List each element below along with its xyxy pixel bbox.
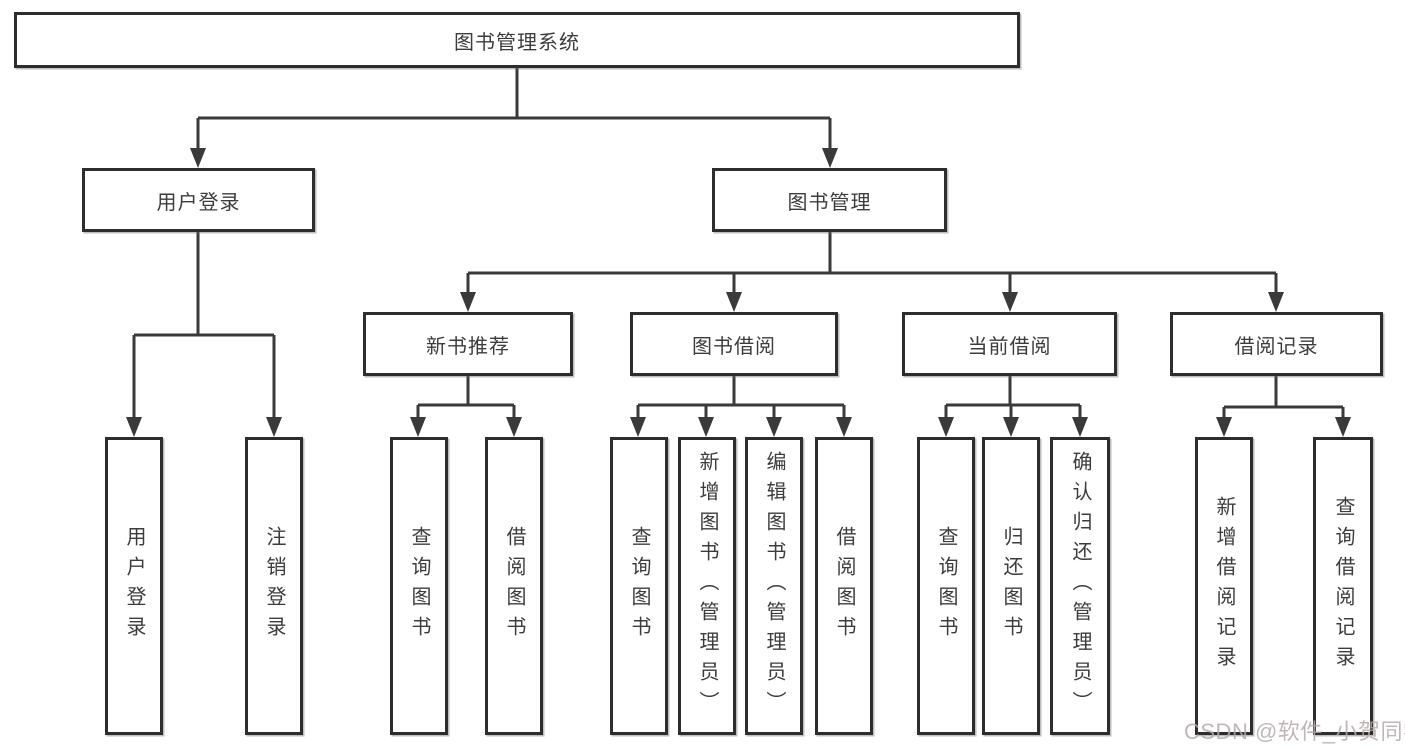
leaf-records-query: 查询借阅记录 bbox=[1313, 437, 1373, 735]
arrowheads bbox=[126, 148, 1351, 437]
leaf-records-add: 新增借阅记录 bbox=[1195, 437, 1253, 735]
node-book-borrow-label: 图书借阅 bbox=[692, 335, 776, 358]
node-user-login: 用户登录 bbox=[82, 168, 315, 232]
leaf-borrow-add-admin-label: 新增图书（管理员） bbox=[696, 451, 718, 721]
leaf-current-confirm-admin: 确认归还（管理员） bbox=[1050, 437, 1110, 735]
connector-paths bbox=[132, 68, 1345, 421]
leaf-borrow-edit-admin: 编辑图书（管理员） bbox=[745, 437, 803, 735]
node-root-system: 图书管理系统 bbox=[14, 12, 1020, 68]
leaf-borrow-query: 查询图书 bbox=[610, 437, 668, 735]
node-new-book-recommend-label: 新书推荐 bbox=[426, 335, 510, 358]
leaf-records-query-label: 查询借阅记录 bbox=[1332, 496, 1354, 676]
leaf-user-login-label: 用户登录 bbox=[123, 526, 145, 646]
watermark: CSDN @软件_小贺同学 bbox=[1184, 719, 1405, 744]
leaf-records-add-label: 新增借阅记录 bbox=[1213, 496, 1235, 676]
leaf-current-return: 归还图书 bbox=[982, 437, 1040, 735]
leaf-current-query: 查询图书 bbox=[917, 437, 975, 735]
leaf-borrow-query-label: 查询图书 bbox=[628, 526, 650, 646]
leaf-newbook-borrow-label: 借阅图书 bbox=[503, 526, 525, 646]
leaf-logout-label: 注销登录 bbox=[263, 526, 285, 646]
leaf-newbook-query-label: 查询图书 bbox=[408, 526, 430, 646]
leaf-current-query-label: 查询图书 bbox=[935, 526, 957, 646]
node-book-management: 图书管理 bbox=[712, 168, 947, 232]
node-borrow-records: 借阅记录 bbox=[1170, 312, 1383, 376]
leaf-newbook-borrow: 借阅图书 bbox=[485, 437, 543, 735]
node-current-borrow-label: 当前借阅 bbox=[967, 335, 1052, 358]
node-book-management-label: 图书管理 bbox=[787, 191, 872, 214]
node-book-borrow: 图书借阅 bbox=[630, 312, 838, 376]
leaf-newbook-query: 查询图书 bbox=[390, 437, 448, 735]
leaf-borrow-book-label: 借阅图书 bbox=[833, 526, 855, 646]
leaf-current-confirm-admin-label: 确认归还（管理员） bbox=[1069, 451, 1091, 721]
node-root-label: 图书管理系统 bbox=[454, 31, 580, 54]
leaf-borrow-add-admin: 新增图书（管理员） bbox=[678, 437, 736, 735]
leaf-user-login: 用户登录 bbox=[105, 437, 163, 735]
leaf-logout: 注销登录 bbox=[245, 437, 303, 735]
leaf-borrow-book: 借阅图书 bbox=[815, 437, 873, 735]
node-current-borrow: 当前借阅 bbox=[902, 312, 1117, 376]
leaf-current-return-label: 归还图书 bbox=[1000, 526, 1022, 646]
node-user-login-label: 用户登录 bbox=[156, 191, 241, 214]
node-new-book-recommend: 新书推荐 bbox=[363, 312, 573, 376]
leaf-borrow-edit-admin-label: 编辑图书（管理员） bbox=[763, 451, 785, 721]
node-borrow-records-label: 借阅记录 bbox=[1234, 335, 1319, 358]
